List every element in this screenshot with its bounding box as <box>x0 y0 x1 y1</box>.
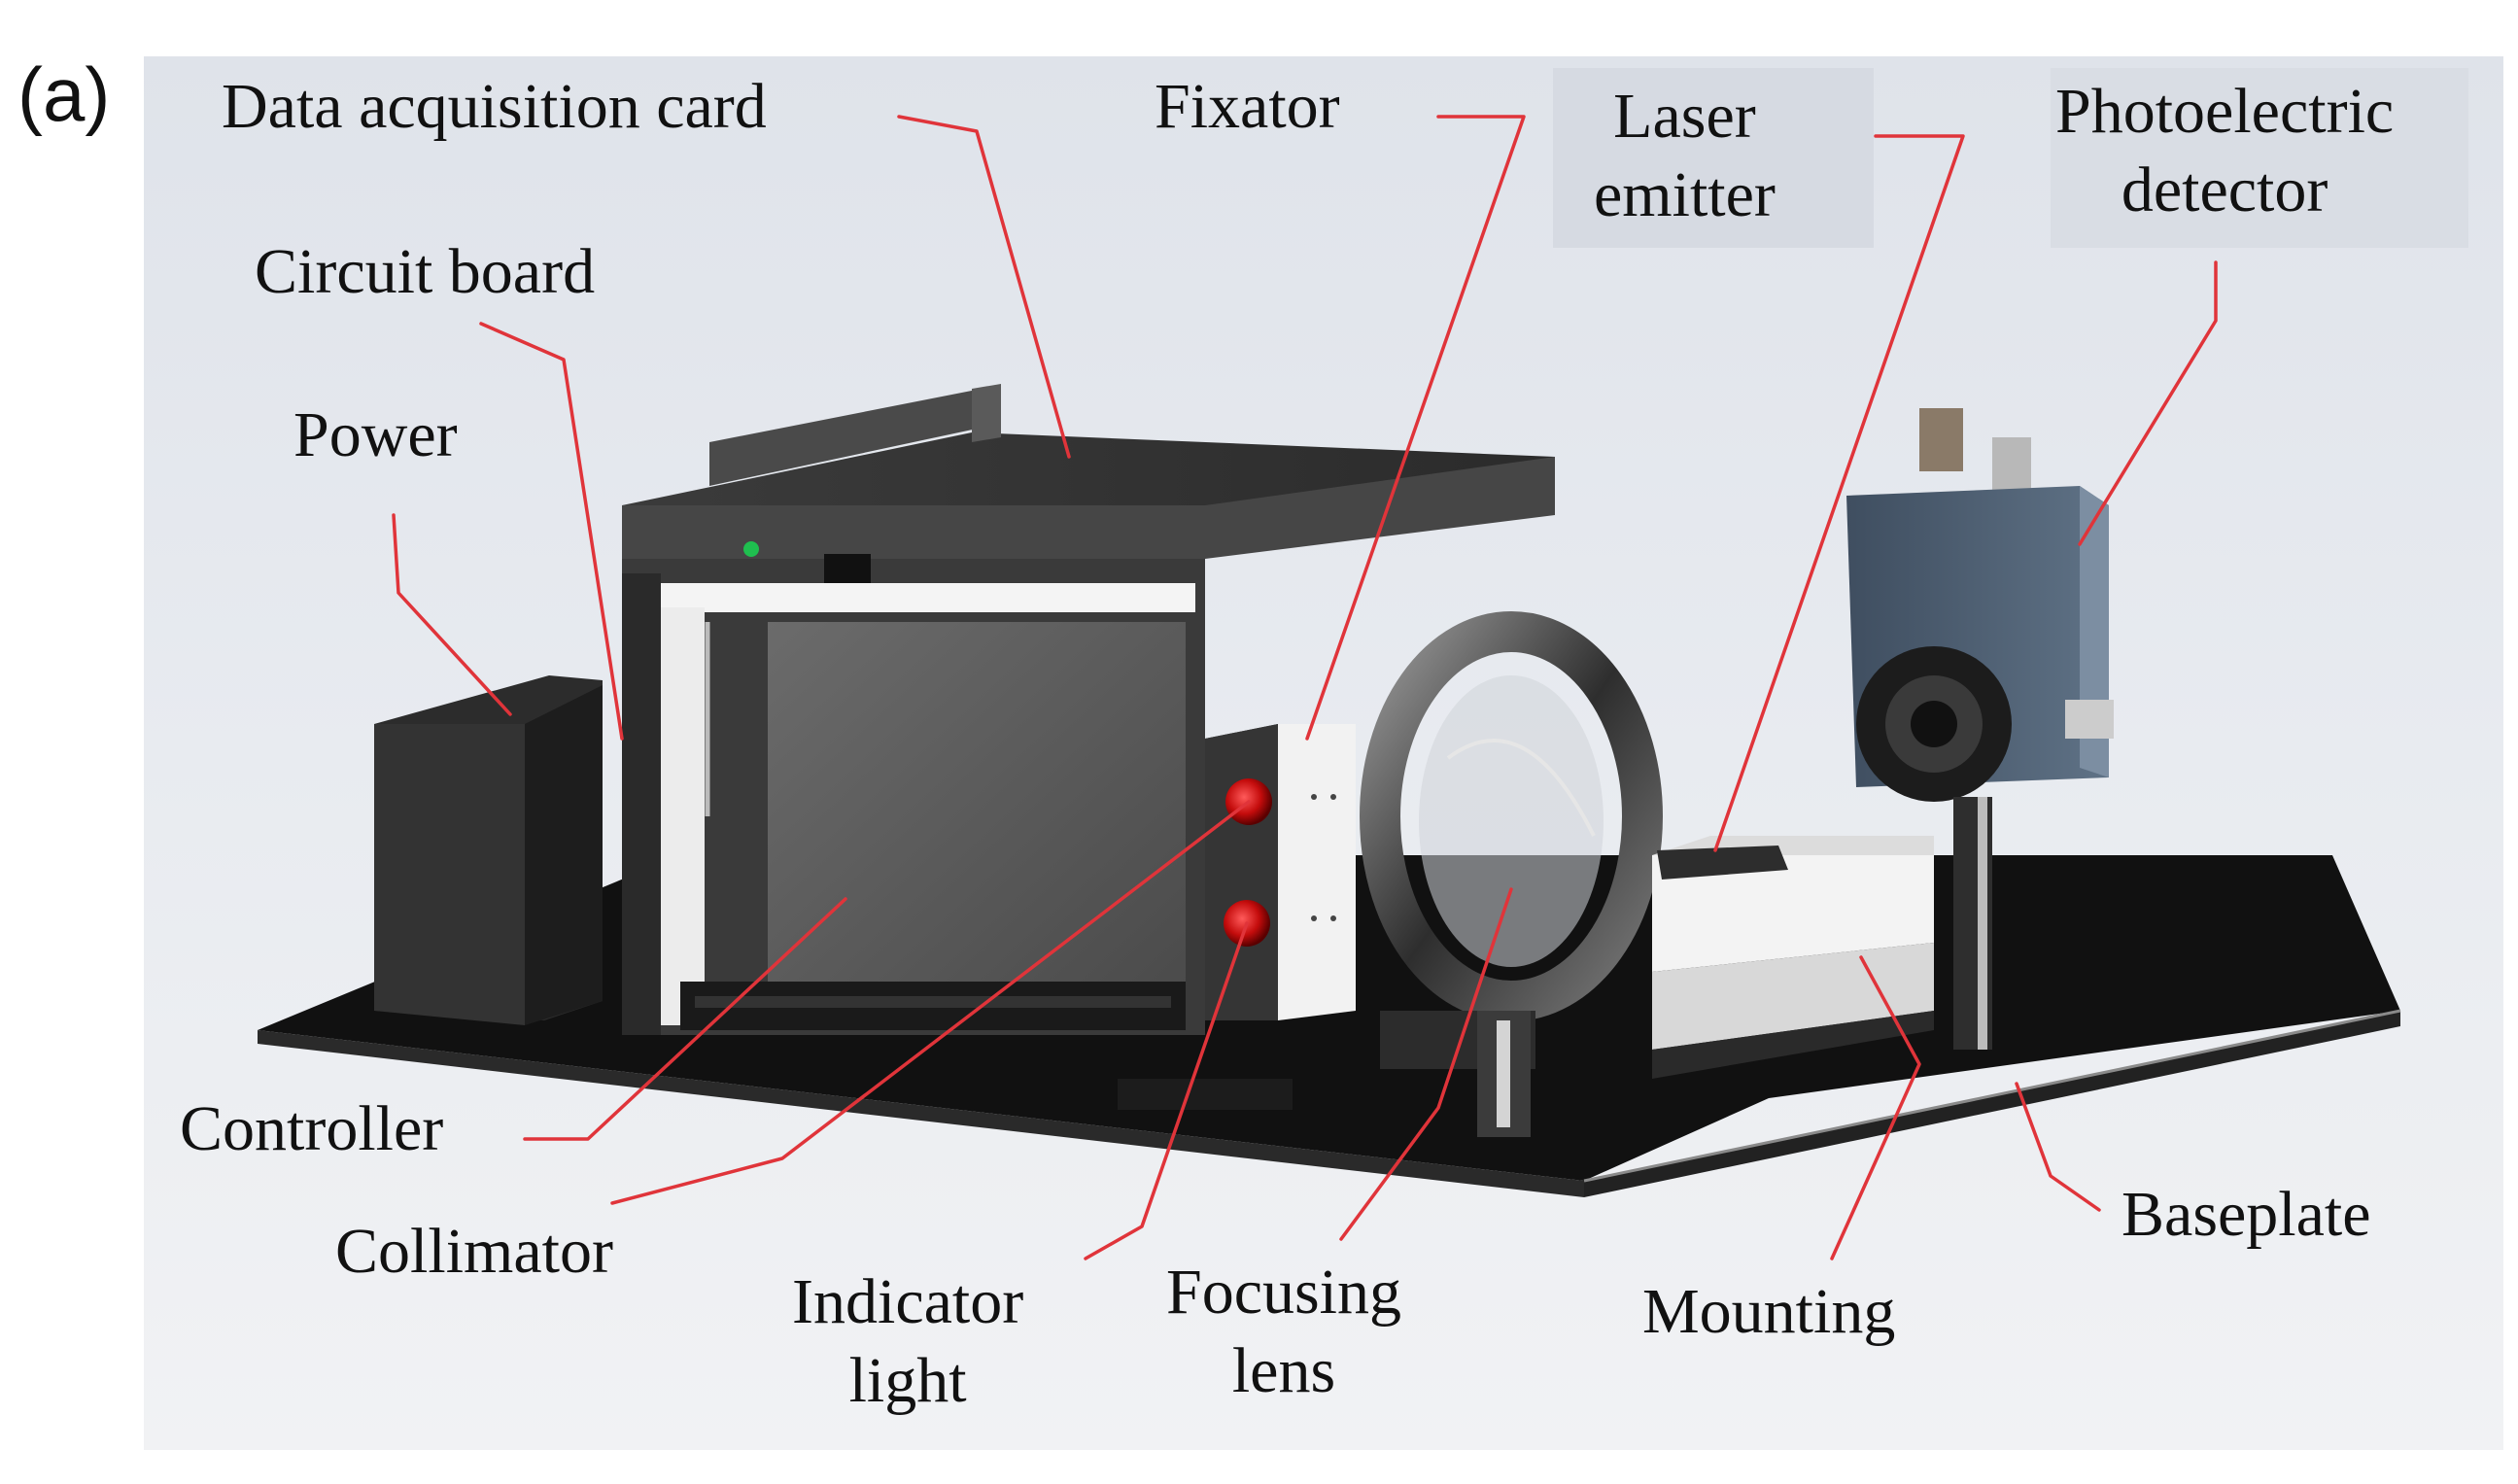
leader-circuit-board <box>479 322 624 741</box>
status-led <box>743 541 759 557</box>
leader-baseplate <box>2015 1082 2101 1212</box>
label-focusing-lens-line1: Focusing <box>1166 1257 1402 1328</box>
controller-housing <box>622 559 1205 1035</box>
leader-data-acquisition-card <box>897 115 1071 459</box>
label-indicator-light: Indicator light <box>792 1263 1023 1420</box>
label-photoelectric-detector-line1: Photoelectric <box>2055 76 2395 147</box>
leader-controller <box>523 897 847 1141</box>
leader-focusing-lens <box>1339 887 1513 1241</box>
label-indicator-light-line2: light <box>848 1344 967 1416</box>
leader-lines <box>392 115 2218 1260</box>
leader-collimator <box>610 800 1251 1205</box>
label-laser-emitter: Laser emitter <box>1594 78 1776 234</box>
power-block <box>374 675 603 1025</box>
data-acquisition-card <box>622 384 1555 583</box>
laser-emitter-mounting <box>1652 836 1934 1079</box>
label-laser-emitter-line2: emitter <box>1594 158 1776 230</box>
label-baseplate: Baseplate <box>2121 1179 2371 1250</box>
label-collimator: Collimator <box>335 1216 613 1287</box>
label-indicator-light-line1: Indicator <box>792 1266 1024 1337</box>
label-photoelectric-detector-line2: detector <box>2121 154 2328 225</box>
label-controller: Controller <box>180 1093 444 1164</box>
card-connector <box>824 554 871 583</box>
controller-board <box>768 622 1186 1011</box>
label-focusing-lens: Focusing lens <box>1166 1254 1401 1410</box>
label-mounting: Mounting <box>1642 1276 1896 1347</box>
label-circuit-board: Circuit board <box>255 236 596 307</box>
label-power: Power <box>293 399 458 470</box>
panel-label: (a) <box>17 52 111 137</box>
leader-photoelectric-detector <box>2078 260 2218 546</box>
leader-indicator-light <box>1084 921 1249 1260</box>
laser-label-backdrop <box>1553 68 1874 248</box>
detector-label-backdrop <box>2051 68 2468 248</box>
fixator <box>1118 724 1356 1110</box>
label-fixator: Fixator <box>1155 71 1340 142</box>
photoelectric-detector <box>1846 408 2114 1050</box>
leader-fixator <box>1305 115 1526 741</box>
label-data-acquisition-card: Data acquisition card <box>222 71 767 142</box>
leader-mounting <box>1830 955 1921 1260</box>
leader-power <box>392 513 512 716</box>
label-laser-emitter-line1: Laser <box>1613 81 1756 152</box>
label-photoelectric-detector: Photoelectric detector <box>2055 73 2394 229</box>
focusing-lens-holder <box>1360 611 1663 1137</box>
label-focusing-lens-line2: lens <box>1231 1334 1336 1406</box>
leader-laser-emitter <box>1713 134 1965 852</box>
